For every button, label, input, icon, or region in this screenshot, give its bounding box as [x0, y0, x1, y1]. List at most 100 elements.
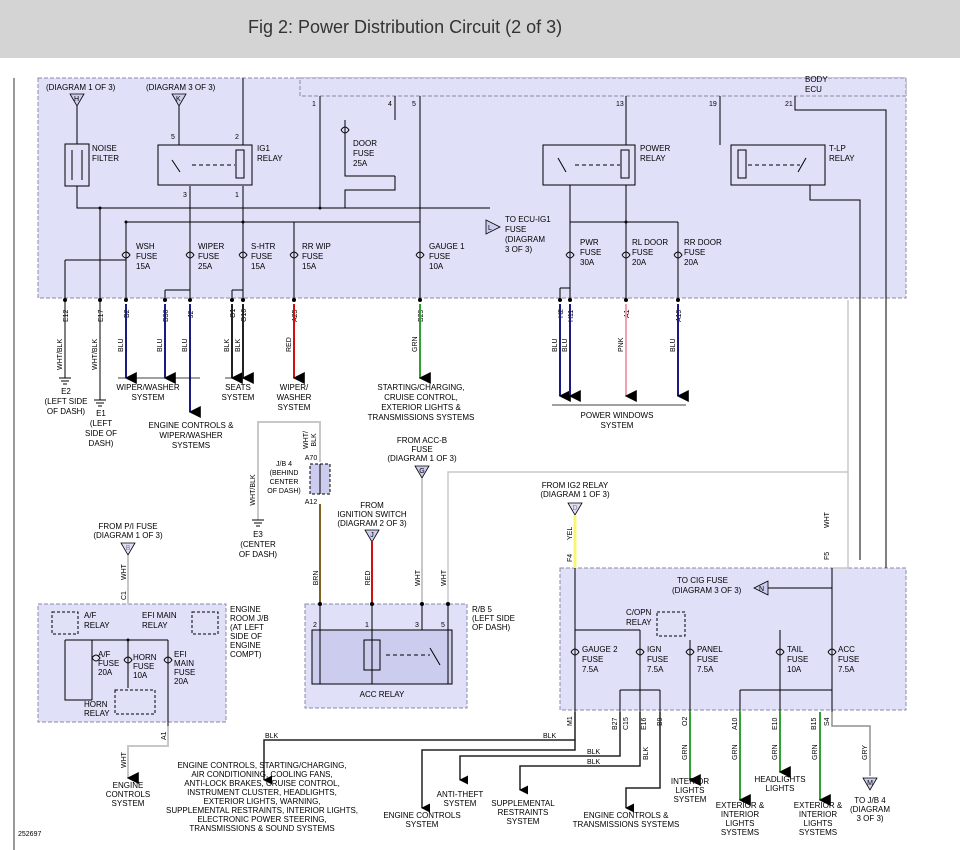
to-ecu-1: TO ECU-IG1 — [505, 215, 551, 224]
efi-fuse-1: EFI — [174, 650, 186, 659]
e2-3: OF DASH) — [47, 407, 86, 416]
conn-a70: A70 — [305, 455, 318, 462]
conn-b27: B27 — [612, 717, 619, 730]
eng-trans-1: ENGINE CONTROLS & — [584, 811, 670, 820]
acc-relay-label: ACC RELAY — [360, 690, 405, 699]
middle-section: E2 (LEFT SIDE OF DASH) E1 (LEFT SIDE OF … — [45, 300, 849, 604]
conn-j-label: J — [370, 532, 374, 539]
wire-blk-c: BLK — [587, 749, 601, 756]
door-fuse-label-2: FUSE — [353, 149, 374, 158]
horn-relay-1: HORN — [84, 700, 108, 709]
tail-2: FUSE — [787, 655, 808, 664]
to-jb4-1: TO J/B 4 — [854, 796, 886, 805]
conn-l-label: L — [488, 225, 492, 232]
rrwip-fuse-1: RR WIP — [302, 242, 331, 251]
wire-wht-1: WHT — [415, 569, 422, 586]
pwr-fuse-1: PWR — [580, 238, 599, 247]
rb5-label-3: OF DASH) — [472, 623, 511, 632]
conn-a1-ej: A1 — [161, 731, 168, 740]
srs-2: RESTRAINTS — [498, 808, 549, 817]
shtr-fuse-3: 15A — [251, 262, 266, 271]
door-fuse-label-1: DOOR — [353, 139, 377, 148]
pwr-fuse-3: 30A — [580, 258, 595, 267]
rb5-pin-1: 1 — [365, 622, 369, 629]
bottom-destinations: ENGINE CONTROLS, STARTING/CHARGING, AIR … — [166, 761, 890, 837]
horn-fuse-2: FUSE — [133, 662, 154, 671]
srs-3: SYSTEM — [507, 817, 540, 826]
wire-blk-e: BLK — [643, 746, 650, 760]
conn-l-marker — [485, 219, 501, 235]
eng-trans-2: TRANSMISSIONS SYSTEMS — [573, 820, 680, 829]
engine-jb-section: FROM P/I FUSE (DIAGRAM 1 OF 3) B WHT C1 … — [51, 522, 269, 808]
e1-4: DASH) — [89, 439, 114, 448]
rb5-section: ACC RELAY 2 1 3 5 R/B 5 (LEFT SIDE OF DA… — [311, 602, 515, 699]
rrwip-fuse-2: FUSE — [302, 252, 323, 261]
e3-1: E3 — [253, 530, 263, 539]
from-ign-3: (DIAGRAM 2 OF 3) — [337, 519, 407, 528]
conn-e16: E16 — [641, 717, 648, 730]
jb4-2: (BEHIND — [270, 470, 299, 477]
to-ecu-2: FUSE — [505, 225, 526, 234]
conn-a10: A10 — [732, 717, 739, 730]
wiper-1: WIPER/ — [280, 383, 309, 392]
efi-fuse-4: 20A — [174, 677, 189, 686]
engine-wiper-1: ENGINE CONTROLS & — [149, 421, 235, 430]
ext2-1: EXTERIOR & — [794, 801, 843, 810]
wire-red: RED — [365, 571, 372, 586]
wsh-fuse-3: 15A — [136, 262, 151, 271]
e2-1: E2 — [61, 387, 71, 396]
jb4-1: J/B 4 — [276, 461, 292, 468]
conn-a25: A25 — [292, 309, 299, 322]
tail-1: TAIL — [787, 645, 804, 654]
conn-h11: H11 — [568, 310, 575, 322]
conn-n-label: N — [759, 586, 764, 593]
big-list-3: ANTI-LOCK BRAKES, CRUISE CONTROL, — [184, 779, 340, 788]
body-ecu-label-1: BODY — [805, 75, 828, 84]
af-relay-1: A/F — [84, 611, 97, 620]
conn-f5: F5 — [824, 552, 831, 560]
eng-ctrl-2: SYSTEM — [406, 820, 439, 829]
efi-fuse-3: FUSE — [174, 668, 195, 677]
conn-s4: S4 — [824, 717, 831, 726]
conn-h-label: H — [74, 96, 79, 103]
conn-e17: E17 — [98, 309, 105, 322]
top-panel-content: (DIAGRAM 1 OF 3) H (DIAGRAM 3 OF 3) K BO… — [46, 75, 887, 568]
conn-a1-top: A1 — [624, 309, 631, 318]
big-list-1: ENGINE CONTROLS, STARTING/CHARGING, — [177, 761, 346, 770]
conn-o10: O10 — [241, 309, 248, 322]
conn-b15: B15 — [811, 717, 818, 730]
out-2: CONTROLS — [106, 790, 150, 799]
wiper-washer-2: SYSTEM — [132, 393, 165, 402]
tail-3: 10A — [787, 665, 802, 674]
starting-2: CRUISE CONTROL, — [384, 393, 458, 402]
copn-1: C/OPN — [626, 608, 652, 617]
starting-3: EXTERIOR LIGHTS & — [381, 403, 461, 412]
wiring-diagram: (DIAGRAM 1 OF 3) H (DIAGRAM 3 OF 3) K BO… — [13, 75, 907, 850]
rb5-label-1: R/B 5 — [472, 605, 493, 614]
anti-theft-2: SYSTEM — [444, 799, 477, 808]
efi-relay-1: EFI MAIN — [142, 611, 177, 620]
acc-relay — [311, 629, 453, 685]
ext1-1: EXTERIOR & — [716, 801, 765, 810]
tlp-relay-label-1: T-LP — [829, 144, 846, 153]
power-windows-2: SYSTEM — [601, 421, 634, 430]
from-acc-3: (DIAGRAM 1 OF 3) — [387, 454, 457, 463]
top-output-wires — [64, 300, 689, 418]
ig1-pin-2: 2 — [235, 134, 239, 141]
big-list-6: SUPPLEMENTAL RESTRAINTS, INTERIOR LIGHTS… — [166, 806, 358, 815]
rrdoor-fuse-2: FUSE — [684, 248, 705, 257]
pin-19: 19 — [709, 101, 717, 108]
conn-e12: E12 — [63, 309, 70, 322]
e2-2: (LEFT SIDE — [45, 397, 88, 406]
pin-1: 1 — [312, 101, 316, 108]
ig1-pin-1: 1 — [235, 192, 239, 199]
noise-filter-label-1: NOISE — [92, 144, 117, 153]
wire-label-o10: BLK — [235, 338, 242, 352]
power-relay-label-2: RELAY — [640, 154, 666, 163]
ign-2: FUSE — [647, 655, 668, 664]
wsh-fuse-2: FUSE — [136, 252, 157, 261]
wiper-washer-1: WIPER/WASHER — [116, 383, 179, 392]
headlights-1: HEADLIGHTS — [754, 775, 805, 784]
from-ign-1: FROM — [360, 501, 384, 510]
conn-b2: B2 — [124, 309, 131, 318]
